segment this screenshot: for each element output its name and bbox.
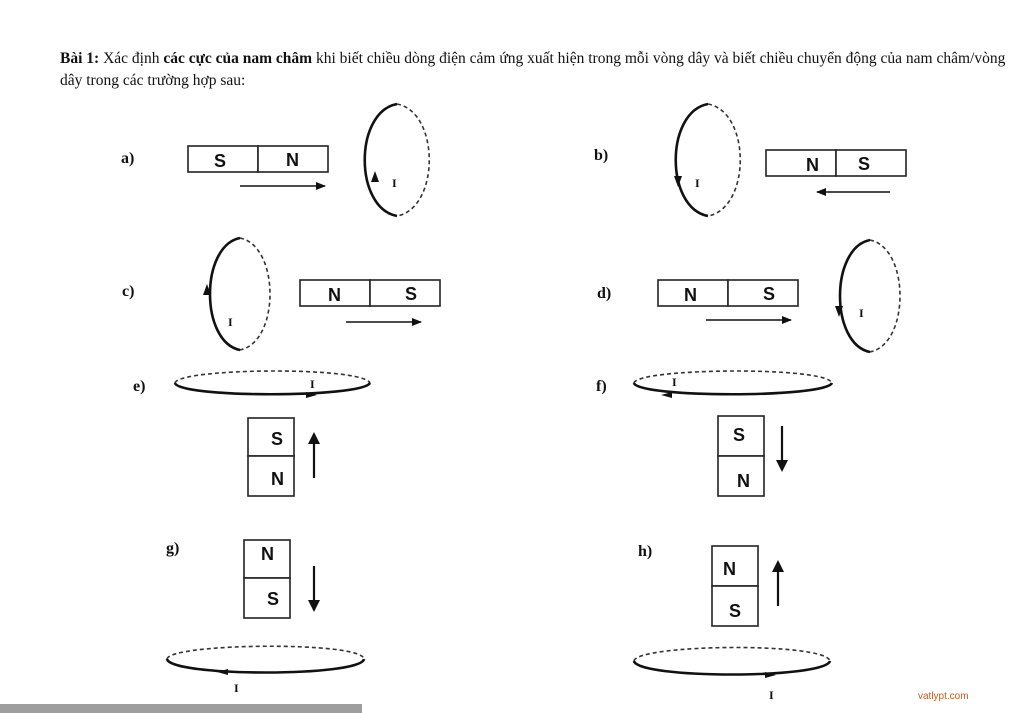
- magnet-pole-f-top: S: [733, 425, 745, 445]
- watermark: vatlypt.com: [918, 691, 969, 702]
- current-arrow-e: [306, 392, 317, 398]
- case-e: e) I S N: [133, 370, 372, 497]
- current-arrow-a: [371, 171, 379, 182]
- magnet-pole-h-top: N: [723, 559, 736, 579]
- vertical-magnet-e: S N: [247, 417, 295, 497]
- exercise-rest: khi biết chiều dòng điện cảm ứng xuất hi…: [60, 50, 1006, 89]
- case-b: b) I N S: [594, 102, 907, 218]
- bar-magnet-a: S N: [187, 145, 329, 173]
- magnet-pole-f-bottom: N: [737, 471, 750, 491]
- magnet-pole-d-left: N: [684, 285, 697, 305]
- exercise-lead: Xác định: [99, 50, 164, 67]
- coil-c: [203, 236, 271, 352]
- current-arrow-b: [674, 176, 682, 187]
- coil-b: [674, 102, 742, 218]
- case-label-d: d): [597, 285, 611, 302]
- case-label-a: a): [121, 150, 134, 167]
- case-g: g) N S I: [165, 539, 366, 695]
- current-label-c: I: [228, 315, 233, 329]
- magnet-pole-g-top: N: [261, 544, 274, 564]
- current-arrow-c: [203, 284, 211, 295]
- exercise-prompt: Bài 1: Xác định các cực của nam châm khi…: [60, 48, 1010, 92]
- current-arrow-h: [765, 672, 776, 678]
- current-label-h: I: [769, 688, 774, 702]
- current-label-e: I: [310, 377, 315, 391]
- coil-g: [165, 645, 366, 675]
- case-d: d) N S I: [597, 238, 901, 354]
- case-a: a) S N I: [121, 102, 431, 218]
- coil-d: [835, 238, 901, 354]
- case-label-b: b): [594, 147, 608, 164]
- current-label-f: I: [672, 375, 677, 389]
- coil-a: [363, 102, 431, 218]
- current-arrow-d: [835, 306, 843, 317]
- magnet-pole-a-left: S: [214, 151, 226, 171]
- case-c: c) I N S: [122, 236, 441, 352]
- case-label-f: f): [596, 378, 607, 395]
- magnet-pole-d-right: S: [763, 284, 775, 304]
- magnet-pole-c-left: N: [328, 285, 341, 305]
- exercise-emphasis: các cực của nam châm: [163, 50, 313, 67]
- current-label-d: I: [859, 306, 864, 320]
- coil-f: [632, 370, 834, 398]
- coil-e: [173, 370, 372, 398]
- magnet-pole-e-bottom: N: [271, 469, 284, 489]
- case-f: f) I S N: [596, 370, 834, 497]
- magnet-pole-g-bottom: S: [267, 589, 279, 609]
- magnet-pole-e-top: S: [271, 429, 283, 449]
- magnet-pole-h-bottom: S: [729, 601, 741, 621]
- current-label-b: I: [695, 176, 700, 190]
- bar-magnet-d: N S: [657, 279, 799, 307]
- vertical-magnet-h: N S: [711, 545, 759, 627]
- magnet-pole-c-right: S: [405, 284, 417, 304]
- magnet-pole-b-right: S: [858, 154, 870, 174]
- bottom-bar: [0, 704, 362, 713]
- bar-magnet-b: N S: [765, 149, 907, 177]
- current-arrow-g: [217, 669, 228, 675]
- bar-magnet-c: N S: [299, 279, 441, 307]
- current-label-g: I: [234, 681, 239, 695]
- case-label-c: c): [122, 283, 134, 300]
- case-h: h) N S I: [632, 543, 832, 702]
- current-label-a: I: [392, 176, 397, 190]
- magnet-pole-a-right: N: [286, 150, 299, 170]
- vertical-magnet-g: N S: [243, 539, 291, 619]
- current-arrow-f: [661, 392, 672, 398]
- case-label-h: h): [638, 543, 652, 560]
- vertical-magnet-f: S N: [717, 415, 765, 497]
- case-label-g: g): [166, 540, 179, 557]
- exercise-number: Bài 1:: [60, 50, 100, 67]
- magnet-pole-b-left: N: [806, 155, 819, 175]
- case-label-e: e): [133, 378, 145, 395]
- coil-h: [632, 646, 832, 678]
